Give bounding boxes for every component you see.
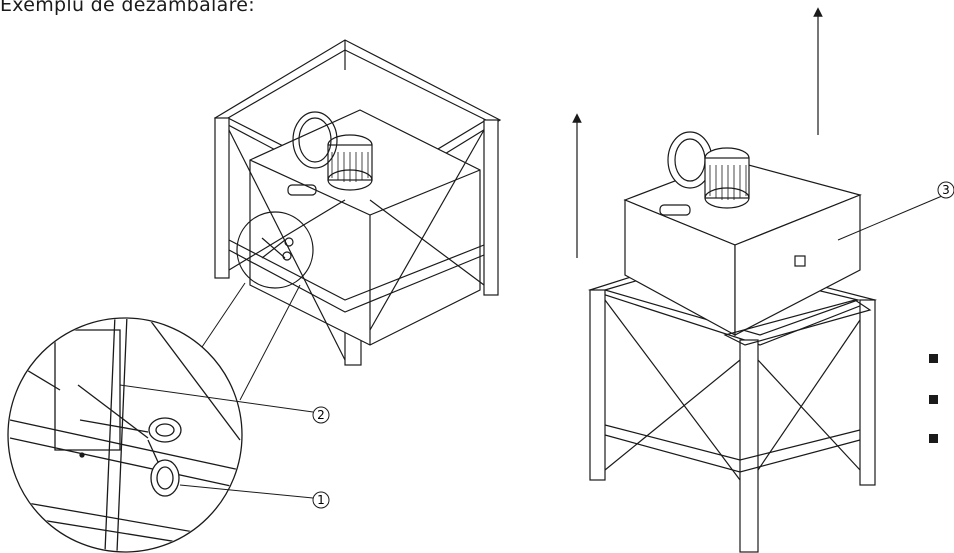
crate-with-fan-left xyxy=(213,39,502,366)
bullet-marker xyxy=(929,434,938,443)
callout-2-label: 2 xyxy=(317,408,325,422)
bullet-marker xyxy=(929,354,938,363)
callout-2 xyxy=(119,384,330,424)
callout-3-label: 3 xyxy=(942,183,950,197)
bullet-marker xyxy=(929,395,938,404)
scissors-icon xyxy=(77,384,182,497)
fan-lifted-right xyxy=(588,131,877,553)
detail-magnified-view xyxy=(7,317,243,553)
callout-1 xyxy=(179,484,330,509)
page-title: Exemplu de dezambalare: xyxy=(0,0,255,16)
callout-3 xyxy=(837,181,954,241)
callout-1-label: 1 xyxy=(317,493,325,507)
